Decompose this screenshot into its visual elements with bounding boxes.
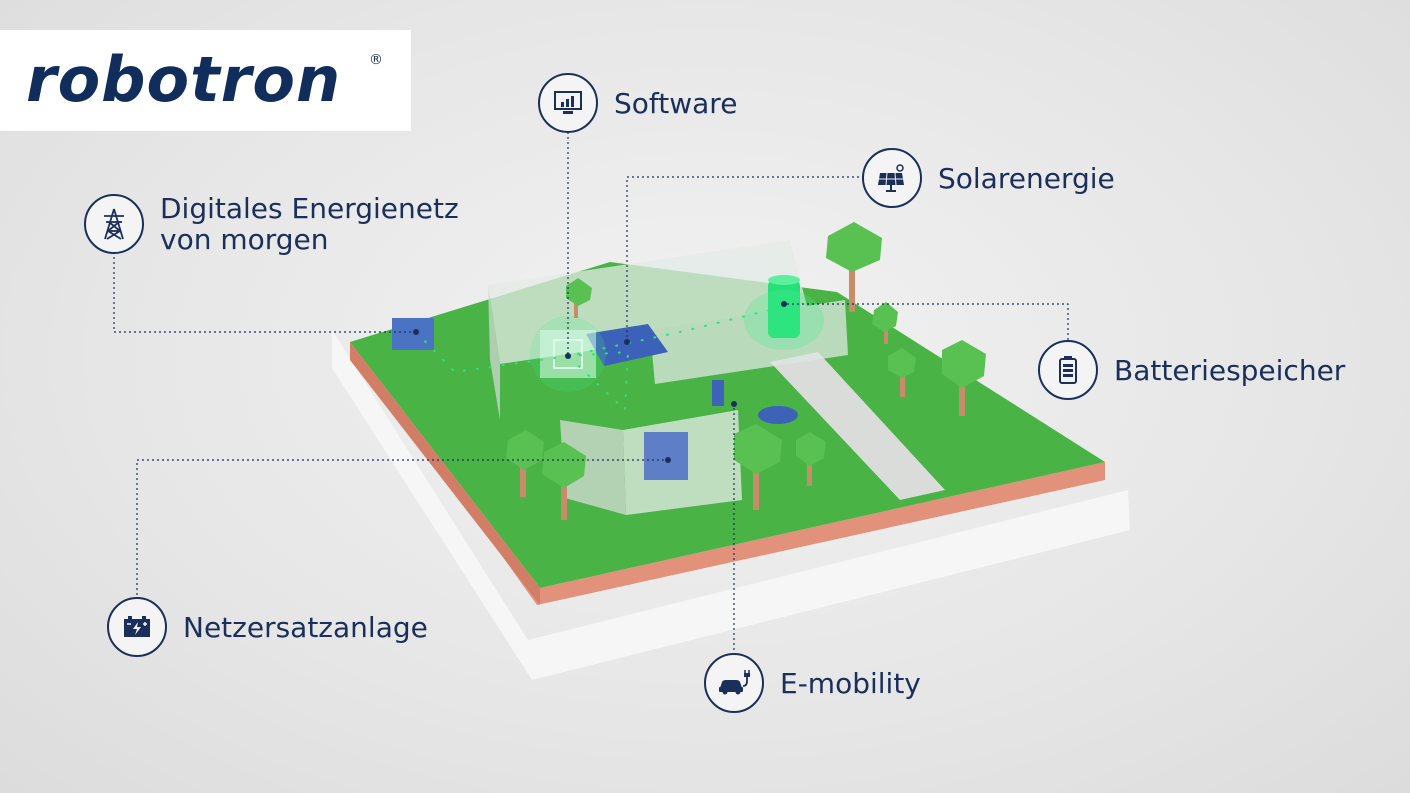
callout-emobility-label: E-mobility <box>780 666 921 700</box>
generator <box>644 432 688 480</box>
generator-icon <box>107 597 167 657</box>
robotron-logo: robotron ® <box>0 30 411 131</box>
connector-endpoints <box>413 301 787 463</box>
callout-connectors <box>113 132 1069 655</box>
callout-backup-power: Netzersatzanlage <box>107 597 428 657</box>
ev-charging-icon <box>704 653 764 713</box>
transformer-box <box>392 318 434 350</box>
callout-battery-label: Batteriespeicher <box>1114 353 1346 387</box>
callout-digital-grid: Digitales Energienetz von morgen <box>84 193 459 255</box>
charging-station <box>712 380 724 406</box>
callout-emobility: E-mobility <box>704 653 921 713</box>
callout-backup-power-label: Netzersatzanlage <box>183 610 428 644</box>
car <box>758 406 798 424</box>
callout-digital-grid-line2: von morgen <box>160 223 329 256</box>
callout-battery: Batteriespeicher <box>1038 340 1345 400</box>
logo-registered-mark: ® <box>369 52 383 68</box>
callout-software: Software <box>538 73 737 133</box>
trees <box>506 222 986 520</box>
energy-flow-line <box>415 309 771 413</box>
callout-digital-grid-label: Digitales Energienetz von morgen <box>160 193 459 255</box>
callout-software-label: Software <box>614 86 738 120</box>
callout-solar-label: Solarenergie <box>938 161 1115 195</box>
battery-icon <box>1038 340 1098 400</box>
monitor-chart-icon <box>538 73 598 133</box>
battery-storage <box>744 275 824 350</box>
solar-panel-icon <box>862 148 922 208</box>
logo-text: robotron <box>26 43 342 116</box>
callout-solar: Solarenergie <box>862 148 1115 208</box>
power-tower-icon <box>84 194 144 254</box>
callout-digital-grid-line1: Digitales Energienetz <box>160 192 459 225</box>
road <box>770 352 945 500</box>
